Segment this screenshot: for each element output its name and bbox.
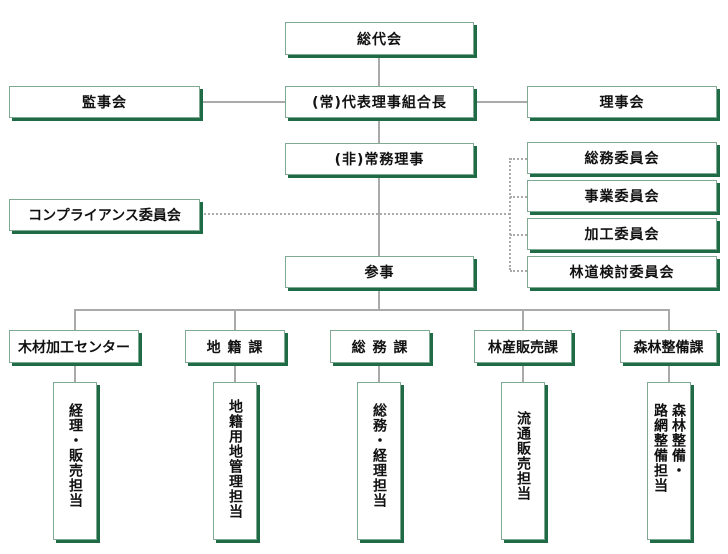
auditors-box: 監事会 bbox=[9, 86, 200, 118]
duty-text: 経理・販売担当 bbox=[67, 403, 83, 508]
committee-forest-road: 林道検討委員会 bbox=[527, 256, 717, 288]
connector-main-vertical bbox=[378, 55, 380, 311]
general-assembly-box: 総代会 bbox=[285, 22, 474, 55]
connector-board bbox=[474, 101, 528, 103]
dotted-compliance-connector bbox=[200, 213, 510, 215]
compliance-committee-box: コンプライアンス委員会 bbox=[9, 199, 200, 231]
representative-director-box: (常)代表理事組合長 bbox=[285, 86, 474, 118]
connector-duty-4 bbox=[522, 363, 524, 383]
duty-text: 地籍用地管理担当 bbox=[227, 399, 243, 519]
counselor-box: 参事 bbox=[285, 256, 474, 288]
connector-auditors bbox=[200, 101, 286, 103]
duty-text: 流通販売担当 bbox=[515, 411, 531, 501]
duty-box-3: 総務・経理担当 bbox=[357, 382, 401, 540]
dotted-committee-1 bbox=[510, 158, 527, 160]
duty-box-4: 流通販売担当 bbox=[501, 382, 545, 540]
dept-forest-products-sales: 林産販売課 bbox=[474, 330, 572, 363]
board-box: 理事会 bbox=[527, 86, 717, 118]
dotted-committee-vertical bbox=[509, 158, 511, 270]
connector-duty-5 bbox=[668, 363, 670, 383]
committee-general-affairs: 総務委員会 bbox=[527, 142, 717, 174]
duty-text: 森林整備・ 路網整備担当 bbox=[652, 403, 686, 493]
connector-duty-2 bbox=[234, 363, 236, 383]
committee-processing: 加工委員会 bbox=[527, 218, 717, 250]
connector-departments-horizontal bbox=[74, 309, 670, 311]
connector-dept-1 bbox=[74, 309, 76, 331]
dept-forest-maintenance: 森林整備課 bbox=[620, 330, 717, 363]
dept-general-affairs: 総 務 課 bbox=[330, 330, 430, 363]
committee-business: 事業委員会 bbox=[527, 180, 717, 212]
duty-box-2: 地籍用地管理担当 bbox=[213, 382, 257, 540]
dotted-committee-4 bbox=[510, 270, 527, 272]
non-standing-director-box: (非)常務理事 bbox=[285, 143, 474, 175]
duty-box-1: 経理・販売担当 bbox=[53, 382, 97, 540]
connector-dept-4 bbox=[522, 309, 524, 331]
duty-text: 総務・経理担当 bbox=[371, 403, 387, 508]
dept-lumber-processing-center: 木材加工センター bbox=[9, 330, 139, 363]
connector-dept-5 bbox=[668, 309, 670, 331]
connector-duty-1 bbox=[74, 363, 76, 383]
dotted-committee-3 bbox=[510, 234, 527, 236]
connector-dept-2 bbox=[234, 309, 236, 331]
dept-cadastral: 地 籍 課 bbox=[185, 330, 285, 363]
dotted-committee-2 bbox=[510, 196, 527, 198]
connector-duty-3 bbox=[378, 363, 380, 383]
duty-box-5: 森林整備・ 路網整備担当 bbox=[647, 382, 691, 540]
